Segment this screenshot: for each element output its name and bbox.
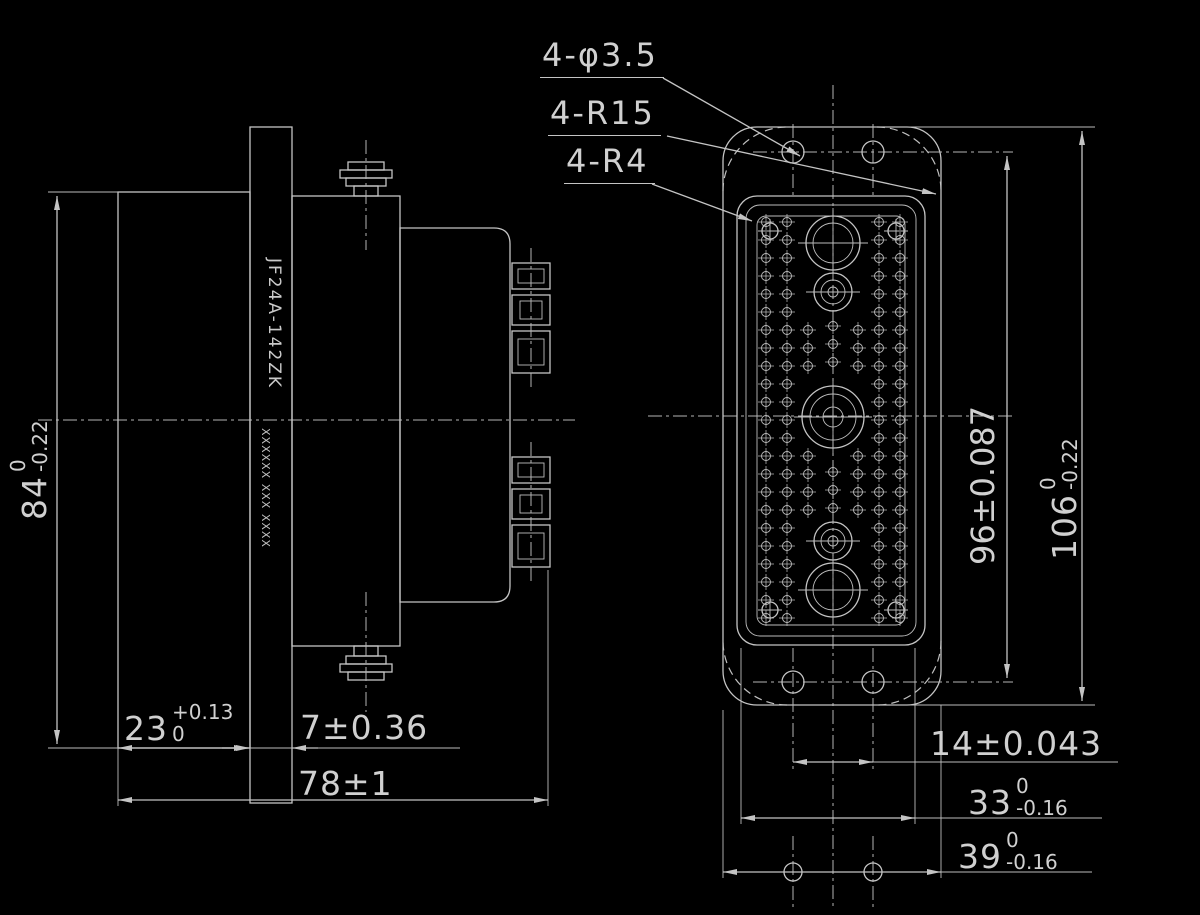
- dim-insert-width: 33 0 -0.16: [968, 774, 1068, 822]
- dim-flange-height: 106 0 -0.22: [1036, 438, 1084, 560]
- jackscrew-top: [339, 140, 393, 250]
- right-dimension-lines: [723, 131, 1118, 875]
- leader-holes: [662, 77, 801, 157]
- dim-flange-thickness: 7±0.36: [300, 708, 429, 747]
- leader-r15: [666, 135, 937, 195]
- mounting-hole: [781, 670, 805, 694]
- dim-overall-length: 78±1: [298, 764, 393, 803]
- dim-tolerance: 0 -0.22: [6, 420, 52, 472]
- signal-pin-field: [758, 214, 908, 626]
- insert-shroud: [736, 195, 926, 646]
- leader-r4: [651, 183, 753, 222]
- callout-holes: 4-φ3.5: [540, 36, 664, 78]
- right-view: [648, 77, 1118, 910]
- mounting-hole: [861, 140, 885, 164]
- insert-block: [399, 227, 511, 603]
- terminal-cluster-upper: [511, 248, 551, 388]
- mounting-hole: [861, 670, 885, 694]
- rear-shell: [117, 191, 251, 749]
- terminal-cluster-lower: [511, 442, 551, 582]
- dim-shell-depth: 23 +0.13 0: [124, 700, 234, 748]
- power-contacts: [794, 208, 872, 625]
- left-dimension-lines: [54, 196, 548, 803]
- callout-corner-radius-inner: 4-R4: [564, 142, 655, 184]
- callout-corner-radius-outer: 4-R15: [548, 94, 661, 136]
- dim-flange-width: 39 0 -0.16: [958, 828, 1058, 876]
- dim-hole-spacing-horizontal: 14±0.043: [930, 724, 1103, 763]
- jackscrew-bottom: [339, 592, 393, 712]
- dim-insert-height: 84 0 -0.22: [6, 420, 110, 564]
- flange-marking-line2: XXXXXX XXX XXXX: [259, 428, 272, 548]
- flange-outline: [722, 126, 942, 706]
- flange-marking-line1: JF24A-142ZK: [264, 258, 284, 390]
- left-extension-lines: [48, 191, 549, 806]
- right-extension-lines: [722, 126, 1095, 878]
- left-view: [38, 126, 575, 806]
- callout-leaders: [651, 77, 937, 222]
- dim-value: 84: [15, 476, 54, 520]
